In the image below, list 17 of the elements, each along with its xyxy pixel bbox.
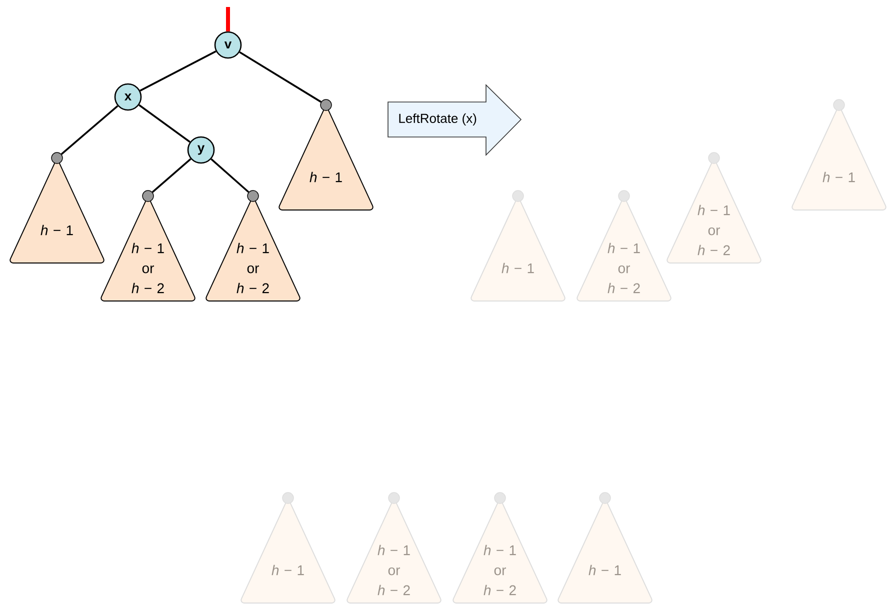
subtree-triangle: h − 1 [558,492,652,604]
subtree-triangle: h − 1 or h − 2 [100,190,196,302]
tree-edge [210,158,250,193]
tree-edge [140,50,216,92]
subtree-triangle: h − 1 or h − 2 [576,190,672,302]
subtree-triangle: h − 1 [792,99,886,210]
tree-edge [138,104,190,143]
subtree-triangle: h − 1 [240,492,336,604]
subtree-triangle: h − 1 [278,99,374,210]
subtree-triangle: h − 1 or h − 2 [666,152,762,264]
subtree-triangle: h − 1 [10,152,104,264]
root-line [226,7,230,32]
subtree-triangle: h − 1 or h − 2 [452,492,548,604]
subtree-triangle: h − 1 or h − 2 [346,492,442,604]
tree-edge [239,51,322,103]
subtree-triangle: h − 1 or h − 2 [206,190,300,302]
subtree-triangle: h − 1 [470,190,566,302]
